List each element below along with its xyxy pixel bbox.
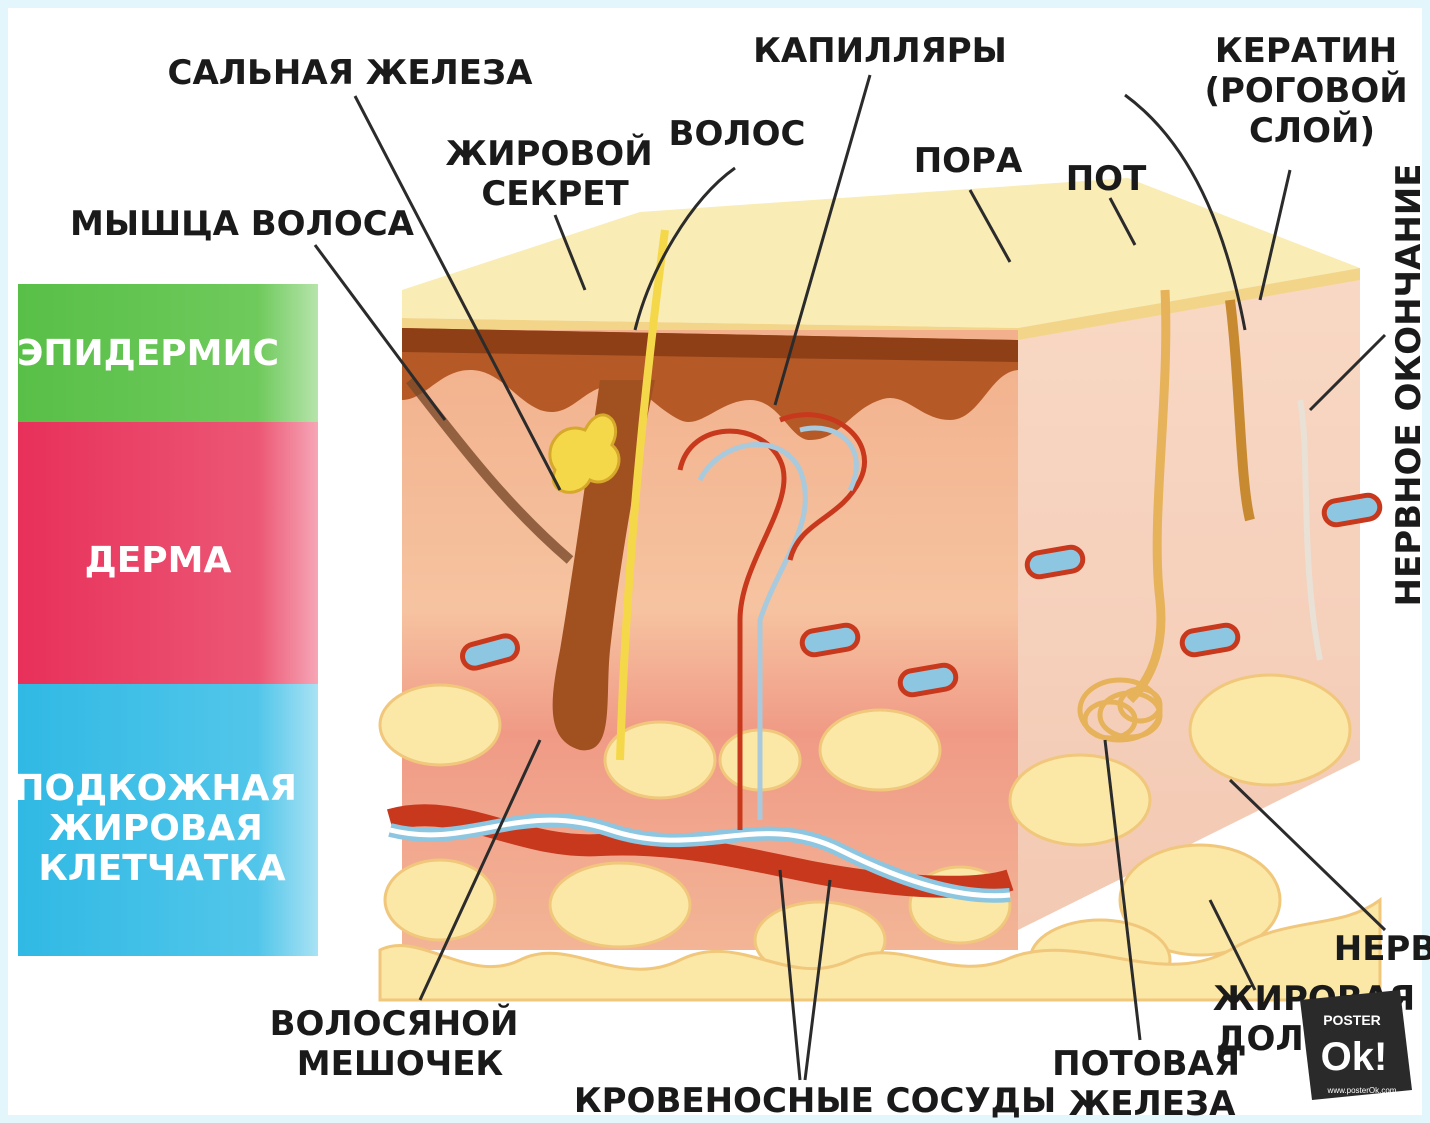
skin-block — [380, 178, 1382, 1000]
label-keratin-line2: (РОГОВОЙ — [1204, 70, 1407, 111]
label-sweat-gland: ПОТОВАЯ ЖЕЛЕЗА — [1052, 1044, 1252, 1123]
layer-label-subcutaneous: ПОДКОЖНАЯ ЖИРОВАЯ КЛЕТЧАТКА — [14, 768, 309, 889]
label-hair-follicle: ВОЛОСЯНОЙ МЕШОЧЕК — [270, 1003, 531, 1084]
label-sweat-gland-line2: ЖЕЛЕЗА — [1069, 1084, 1236, 1123]
label-keratin-line3: СЛОЙ) — [1249, 110, 1375, 151]
layer-label-dermis: ДЕРМА — [85, 540, 232, 581]
label-fat-secretion-line2: СЕКРЕТ — [481, 174, 629, 214]
label-fat-secretion: ЖИРОВОЙ СЕКРЕТ — [445, 133, 664, 214]
watermark-url: www.posterOk.com — [1327, 1086, 1397, 1095]
label-keratin-line1: КЕРАТИН — [1215, 31, 1397, 71]
layer-label-subcutaneous-line3: КЛЕТЧАТКА — [38, 848, 285, 889]
label-nerve: НЕРВ — [1334, 929, 1430, 969]
label-hair-muscle: МЫШЦА ВОЛОСА — [70, 204, 415, 244]
label-hair-follicle-line2: МЕШОЧЕК — [297, 1044, 504, 1084]
label-sweat-gland-line1: ПОТОВАЯ — [1052, 1044, 1240, 1084]
label-keratin: КЕРАТИН (РОГОВОЙ СЛОЙ) — [1204, 31, 1419, 151]
label-fat-secretion-line1: ЖИРОВОЙ — [445, 133, 652, 174]
label-capillaries: КАПИЛЛЯРЫ — [753, 31, 1007, 71]
layer-label-subcutaneous-line2: ЖИРОВАЯ — [49, 808, 263, 849]
watermark: POSTER Ok! www.posterOk.com — [1300, 990, 1412, 1100]
label-hair: ВОЛОС — [669, 114, 806, 154]
label-sebaceous-gland: САЛЬНАЯ ЖЕЛЕЗА — [168, 53, 534, 93]
label-blood-vessels: КРОВЕНОСНЫЕ СОСУДЫ — [574, 1081, 1056, 1121]
layer-label-subcutaneous-line1: ПОДКОЖНАЯ — [14, 768, 297, 809]
label-hair-follicle-line1: ВОЛОСЯНОЙ — [270, 1003, 519, 1044]
label-nerve-ending: НЕРВНОЕ ОКОНЧАНИЕ — [1389, 164, 1429, 607]
layer-label-epidermis: ЭПИДЕРМИС — [17, 333, 279, 374]
label-sweat: ПОТ — [1066, 159, 1147, 199]
watermark-top: POSTER — [1323, 1012, 1381, 1028]
label-pore: ПОРА — [914, 141, 1023, 181]
watermark-main: Ok! — [1321, 1035, 1388, 1079]
